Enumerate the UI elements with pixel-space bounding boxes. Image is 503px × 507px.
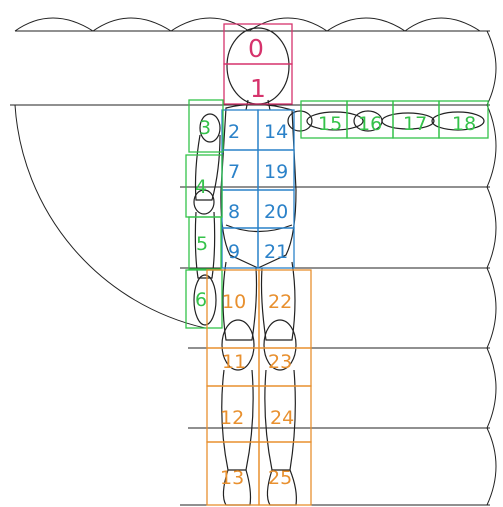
segment-label-22: 22 [268,291,292,313]
segment-label-14: 14 [264,121,288,143]
segment-label-1: 1 [250,74,266,103]
segment-label-4: 4 [195,176,207,198]
right-shoulder-joint [288,111,312,131]
segment-label-10: 10 [222,291,246,313]
segment-label-23: 23 [268,351,292,373]
segment-label-6: 6 [195,289,207,311]
segment-label-8: 8 [228,201,240,223]
arm-swing-arc [15,105,205,328]
head-labels: 0 1 [248,34,266,103]
segment-label-12: 12 [220,407,244,429]
segment-label-9: 9 [228,241,240,263]
segment-label-7: 7 [228,161,240,183]
segment-label-15: 15 [318,113,342,135]
segment-label-2: 2 [228,121,240,143]
segment-label-16: 16 [358,113,382,135]
segment-label-18: 18 [452,113,476,135]
segment-label-21: 21 [264,241,288,263]
segment-label-17: 17 [403,113,427,135]
segment-label-24: 24 [270,407,294,429]
segment-label-19: 19 [264,161,288,183]
segment-label-20: 20 [264,201,288,223]
segment-label-0: 0 [248,34,264,63]
segment-label-5: 5 [196,233,208,255]
figure-outline [194,28,484,505]
segment-label-13: 13 [220,467,244,489]
segment-label-11: 11 [222,351,246,373]
segment-label-25: 25 [268,467,292,489]
segment-label-3: 3 [199,117,211,139]
